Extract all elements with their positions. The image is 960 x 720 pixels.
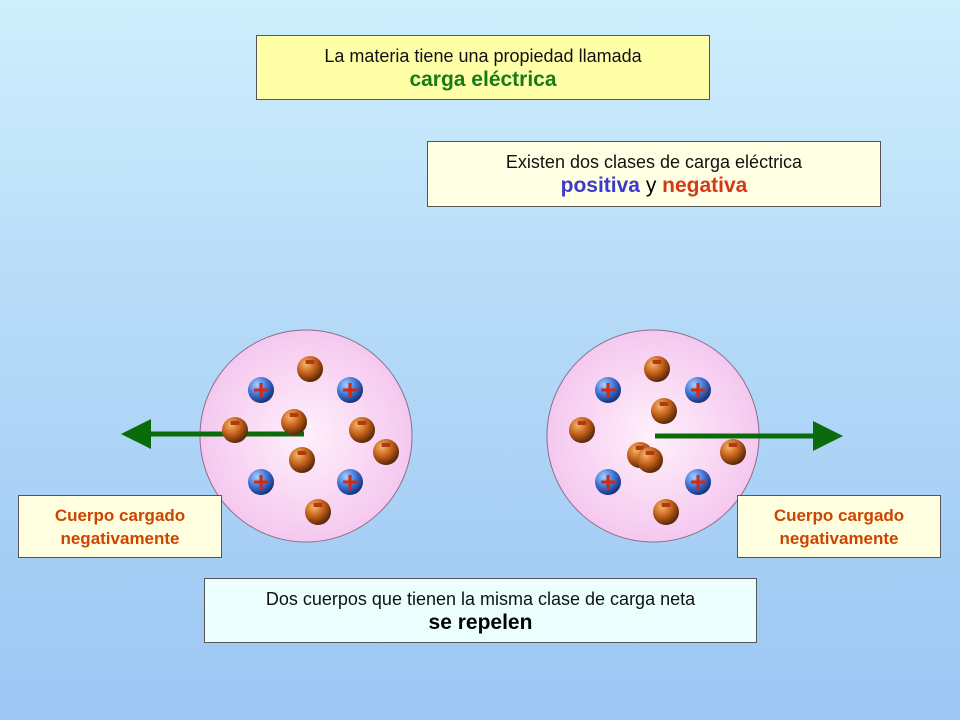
left-negative-charge <box>297 356 323 382</box>
left-negative-charge <box>349 417 375 443</box>
left-minus-symbol: - <box>296 432 307 470</box>
right-plus-symbol: + <box>600 466 616 497</box>
left-negative-charge <box>281 409 307 435</box>
right-label-line2: negativamente <box>779 529 899 548</box>
electric-charge-term: carga eléctrica <box>409 68 557 91</box>
right-minus-symbol: - <box>658 383 669 421</box>
right-positive-charge <box>595 377 621 403</box>
right-negative-charge <box>653 499 679 525</box>
negative-term: negativa <box>662 174 748 197</box>
repulsion-textbox: Dos cuerpos que tienen la misma clase de… <box>204 578 757 643</box>
right-positive-charge <box>595 469 621 495</box>
right-minus-symbol: - <box>634 427 645 465</box>
charge-types-line: positiva y negativa <box>428 173 880 199</box>
right-negative-charge <box>651 398 677 424</box>
left-minus-symbol: - <box>356 402 367 440</box>
right-minus-symbol: - <box>576 402 587 440</box>
right-positive-charge <box>685 377 711 403</box>
right-negative-charge <box>627 442 653 468</box>
left-body-label: Cuerpo cargado negativamente <box>18 495 222 558</box>
repel-term: se repelen <box>428 611 533 634</box>
left-positive-charge <box>337 377 363 403</box>
right-minus-symbol: - <box>727 424 738 462</box>
left-charged-body <box>199 329 413 543</box>
left-negative-charge <box>289 447 315 473</box>
right-negative-charge <box>637 447 663 473</box>
right-minus-symbol: - <box>644 432 655 470</box>
right-body-label: Cuerpo cargado negativamente <box>737 495 941 558</box>
intro-text: La materia tiene una propiedad llamada <box>324 46 642 66</box>
charge-types-text: Existen dos clases de carga eléctrica <box>505 152 803 172</box>
left-positive-charge <box>248 469 274 495</box>
left-negative-charge <box>305 499 331 525</box>
right-minus-symbol: - <box>651 341 662 379</box>
left-plus-symbol: + <box>342 466 358 497</box>
left-plus-symbol: + <box>253 374 269 405</box>
charge-types-textbox: Existen dos clases de carga eléctrica po… <box>427 141 881 207</box>
right-label-line1: Cuerpo cargado <box>773 506 905 525</box>
left-minus-symbol: - <box>229 402 240 440</box>
left-minus-symbol: - <box>304 341 315 379</box>
right-minus-symbol: - <box>660 484 671 522</box>
left-label-line2: negativamente <box>60 529 180 548</box>
left-positive-charge <box>337 469 363 495</box>
right-plus-symbol: + <box>600 374 616 405</box>
left-minus-symbol: - <box>312 484 323 522</box>
left-minus-symbol: - <box>288 394 299 432</box>
conjunction-text: y <box>639 174 663 197</box>
left-plus-symbol: + <box>342 374 358 405</box>
left-plus-symbol: + <box>253 466 269 497</box>
right-positive-charge <box>685 469 711 495</box>
intro-textbox: La materia tiene una propiedad llamada c… <box>256 35 710 100</box>
left-minus-symbol: - <box>380 424 391 462</box>
right-plus-symbol: + <box>690 466 706 497</box>
left-negative-charge <box>373 439 399 465</box>
right-charged-body <box>546 329 760 543</box>
right-negative-charge <box>720 439 746 465</box>
left-negative-charge <box>222 417 248 443</box>
right-negative-charge <box>644 356 670 382</box>
left-label-line1: Cuerpo cargado <box>54 506 186 525</box>
repulsion-text: Dos cuerpos que tienen la misma clase de… <box>265 589 696 609</box>
left-positive-charge <box>248 377 274 403</box>
positive-term: positiva <box>560 174 640 197</box>
right-negative-charge <box>569 417 595 443</box>
right-plus-symbol: + <box>690 374 706 405</box>
